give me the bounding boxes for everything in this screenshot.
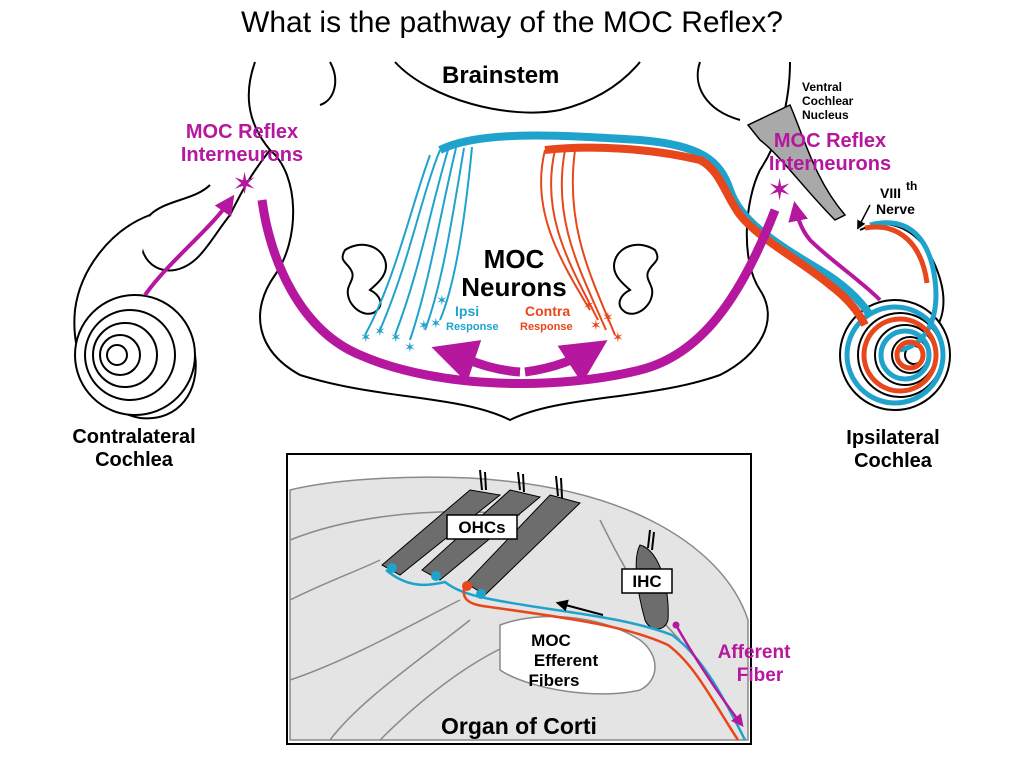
label-afferent-2: Fiber: [737, 665, 784, 686]
label-ventral-2: Cochlear: [802, 94, 854, 108]
label-moc-efferent-3: Fibers: [528, 671, 579, 690]
inset-tissue-line-4: [329, 619, 471, 741]
contralateral-cochlea: [73, 184, 231, 420]
svg-text:✶: ✶: [418, 318, 430, 334]
left-olive-squiggle: [341, 243, 387, 315]
brainstem-outline: [247, 61, 791, 422]
ventral-cochlear-nucleus: [746, 103, 847, 221]
label-nerve: Nerve: [876, 201, 915, 217]
label-organ-of-corti: Organ of Corti: [441, 713, 597, 739]
label-viii-sup: th: [906, 179, 917, 193]
label-contra-response: Response: [520, 321, 573, 333]
svg-text:✶: ✶: [612, 330, 624, 346]
inset-tissue-line-2: [289, 559, 381, 601]
ipsi-fibers: [364, 146, 473, 341]
label-interneurons-left-2: Interneurons: [181, 144, 303, 166]
label-contralateral-1: Contralateral: [72, 426, 195, 448]
efferent-red-fiber: [462, 584, 740, 741]
hair-bundles: [479, 469, 655, 551]
label-moc-efferent-2: Efferent: [534, 651, 599, 670]
ipsi-neuron-stars: ✶✶✶ ✶✶✶ ✶: [360, 293, 448, 356]
right-olive-squiggle: [613, 243, 659, 315]
svg-text:✶: ✶: [590, 318, 602, 334]
svg-text:✶: ✶: [404, 340, 416, 356]
left-interneuron-star: ✶: [232, 167, 257, 202]
label-interneurons-right-2: Interneurons: [769, 153, 891, 175]
label-ipsi-response: Response: [446, 321, 499, 333]
label-ipsi: Ipsi: [455, 303, 479, 319]
label-viii: VIII: [880, 185, 901, 201]
label-contralateral-2: Cochlea: [95, 449, 174, 471]
viii-nerve-pointer: [857, 204, 871, 230]
label-moc-neurons-1: MOC: [484, 244, 545, 274]
organ-of-corti-inset: OHCs IHC MOC Efferent Fibers Afferent Fi…: [286, 453, 792, 745]
svg-text:✶: ✶: [390, 330, 402, 346]
slide-title: What is the pathway of the MOC Reflex?: [241, 6, 783, 39]
efferent-cyan-fiber: [385, 569, 747, 741]
label-ventral-1: Ventral: [802, 80, 842, 94]
label-moc-neurons-2: Neurons: [461, 272, 566, 302]
label-contra: Contra: [525, 303, 570, 319]
ipsi-cochlea-colored-coils: [844, 220, 946, 406]
contra-fibers: [540, 149, 616, 336]
svg-text:✶: ✶: [430, 316, 442, 332]
label-ipsilateral-1: Ipsilateral: [846, 427, 939, 449]
label-ipsilateral-2: Cochlea: [854, 450, 933, 472]
svg-text:✶: ✶: [602, 310, 614, 326]
svg-text:✶: ✶: [374, 324, 386, 340]
label-ventral-3: Nucleus: [802, 108, 849, 122]
cyan-main-bundle: [438, 131, 874, 318]
label-moc-efferent-1: MOC: [531, 631, 571, 650]
svg-text:✶: ✶: [436, 293, 448, 309]
magenta-arrow-contra: [524, 340, 608, 384]
svg-text:✶: ✶: [360, 330, 372, 346]
inset-tissue-line-1: [289, 511, 521, 541]
label-interneurons-left-1: MOC Reflex: [186, 121, 298, 143]
ohcs-label-box: [446, 514, 518, 540]
magenta-pathway: [143, 194, 882, 388]
right-interneuron-star: ✶: [767, 173, 792, 208]
contra-neuron-stars: ✶✶✶✶: [583, 298, 624, 346]
efferent-direction-arrow: [555, 599, 604, 616]
label-brainstem: Brainstem: [442, 62, 559, 89]
magenta-arrow-ipsi: [431, 340, 521, 383]
label-ihc: IHC: [632, 572, 661, 591]
afferent-fiber: [674, 624, 744, 727]
efferent-terminals: [387, 563, 486, 599]
afferent-terminal: [672, 621, 680, 629]
label-ohcs: OHCs: [458, 518, 505, 537]
inset-tissue-line-3: [289, 599, 461, 681]
label-afferent-1: Afferent: [718, 642, 792, 663]
red-main-bundle: [544, 143, 869, 327]
label-interneurons-right-1: MOC Reflex: [774, 130, 886, 152]
svg-text:✶: ✶: [583, 298, 595, 314]
ihc-label-box: [621, 568, 673, 594]
